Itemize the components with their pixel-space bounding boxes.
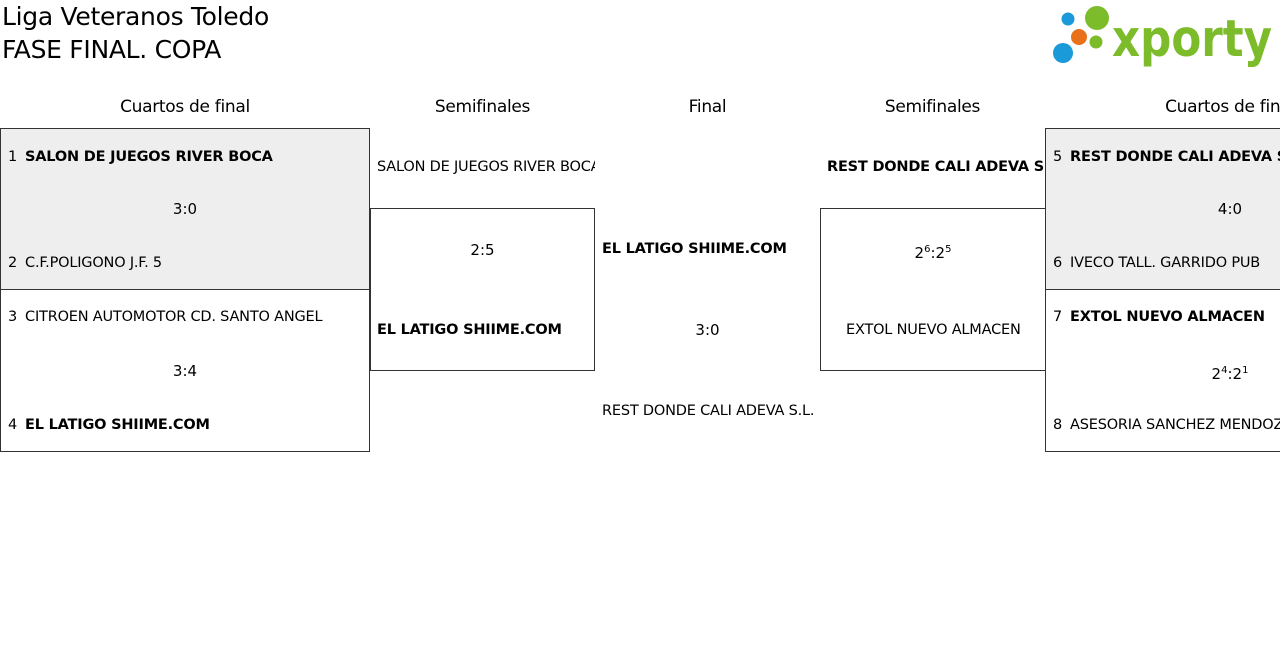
team-row: 4 EL LATIGO SHIIME.COM: [8, 415, 210, 435]
match-qf3[interactable]: 5 REST DONDE CALI ADEVA S.L. 4:0 6 IVECO T…: [1045, 128, 1280, 290]
team-row: 7 EXTOL NUEVO ALMACEN: [1053, 307, 1265, 327]
match-score: 2:5: [470, 241, 495, 259]
team-name: C.F.POLIGONO J.F. 5: [25, 255, 162, 271]
team-seed: 2: [8, 255, 18, 271]
team-seed: 5: [1053, 149, 1063, 165]
match-score: 26:25: [914, 244, 952, 262]
sf-left-team-a: SALON DE JUEGOS RIVER BOCA: [377, 159, 595, 175]
logo-wordmark: xporty: [1112, 10, 1272, 68]
team-seed: 1: [8, 149, 18, 165]
round-heading-final: Final: [688, 97, 727, 117]
match-qf1[interactable]: 1 SALON DE JUEGOS RIVER BOCA 3:0 2 C.F.POL…: [0, 128, 370, 290]
team-name: IVECO TALL. GARRIDO PUB: [1070, 255, 1261, 271]
team-name: CITROEN AUTOMOTOR CD. SANTO ANGEL: [25, 309, 323, 325]
team-row: 3 CITROEN AUTOMOTOR CD. SANTO ANGEL: [8, 307, 323, 327]
league-title: Liga Veteranos Toledo: [2, 2, 269, 31]
team-seed: 7: [1053, 309, 1063, 325]
match-score: 4:0: [1217, 200, 1243, 218]
match-score: 24:21: [1211, 365, 1249, 383]
round-heading-sf-left: Semifinales: [434, 97, 531, 117]
team-name: SALON DE JUEGOS RIVER BOCA: [25, 149, 273, 165]
round-heading-qf-right: Cuartos de final: [1165, 97, 1280, 117]
team-seed: 6: [1053, 255, 1063, 271]
match-score: 3:4: [172, 362, 198, 380]
final-team-b: REST DONDE CALI ADEVA S.L.: [602, 403, 815, 419]
sf-right-team-b: EXTOL NUEVO ALMACEN: [846, 322, 1021, 338]
sf-left-team-b: EL LATIGO SHIIME.COM: [377, 322, 562, 338]
team-row: 8 ASESORIA SANCHEZ MENDOZA: [1053, 415, 1280, 435]
xporty-logo-icon: xporty: [1053, 6, 1272, 69]
match-score: 3:0: [172, 200, 198, 218]
team-name: ASESORIA SANCHEZ MENDOZA: [1070, 417, 1280, 433]
final-team-a: EL LATIGO SHIIME.COM: [602, 241, 787, 257]
team-row: 6 IVECO TALL. GARRIDO PUB: [1053, 253, 1260, 273]
round-heading-sf-right: Semifinales: [884, 97, 981, 117]
xporty-logo[interactable]: xporty: [1050, 2, 1280, 69]
sf-right-team-a: REST DONDE CALI ADEVA S.L.: [827, 159, 1045, 175]
match-qf4[interactable]: 7 EXTOL NUEVO ALMACEN 24:21 8 ASESORIA SAN…: [1045, 289, 1280, 452]
phase-title: FASE FINAL. COPA: [2, 35, 222, 64]
team-name: EXTOL NUEVO ALMACEN: [1070, 309, 1265, 325]
team-row: 1 SALON DE JUEGOS RIVER BOCA: [8, 147, 273, 167]
round-heading-qf-left: Cuartos de final: [120, 97, 250, 117]
match-qf2[interactable]: 3 CITROEN AUTOMOTOR CD. SANTO ANGEL 3:4 4…: [0, 289, 370, 452]
team-name: REST DONDE CALI ADEVA S.L.: [1070, 149, 1280, 165]
team-seed: 8: [1053, 417, 1063, 433]
team-seed: 4: [8, 417, 18, 433]
team-row: 5 REST DONDE CALI ADEVA S.L.: [1053, 147, 1280, 167]
team-seed: 3: [8, 309, 18, 325]
team-name: EL LATIGO SHIIME.COM: [25, 417, 210, 433]
final-score: 3:0: [695, 321, 720, 339]
match-sf-right[interactable]: 26:25 EXTOL NUEVO ALMACEN: [820, 208, 1046, 371]
match-sf-left[interactable]: 2:5 EL LATIGO SHIIME.COM: [370, 208, 595, 371]
team-row: 2 C.F.POLIGONO J.F. 5: [8, 253, 162, 273]
